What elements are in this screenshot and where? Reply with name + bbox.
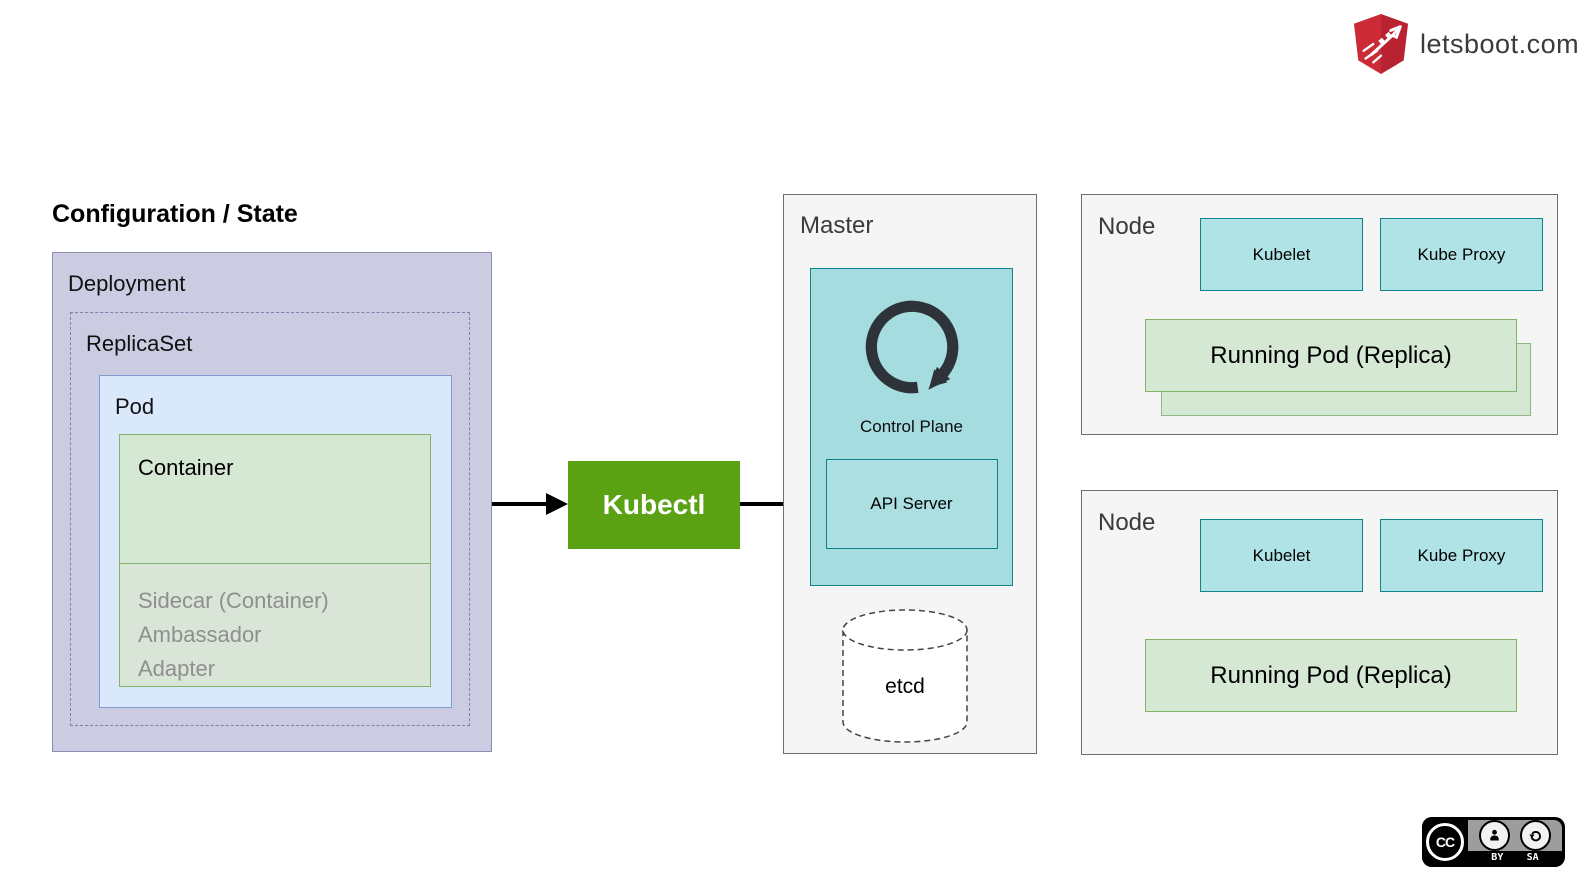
replicaset-box xyxy=(70,312,470,726)
config-state-title: Configuration / State xyxy=(52,200,298,228)
node2-kube-proxy-box: Kube Proxy xyxy=(1380,519,1543,592)
by-label: BY xyxy=(1491,852,1504,863)
control-plane-box: Control Plane API Server xyxy=(810,268,1013,586)
cc-terms-section: BY SA xyxy=(1468,820,1562,864)
node2-running-pod-box: Running Pod (Replica) xyxy=(1145,639,1517,712)
node1-running-pod-box: Running Pod (Replica) xyxy=(1145,319,1517,392)
sa-label: SA xyxy=(1526,852,1539,863)
cc-logo-icon: CC xyxy=(1426,823,1464,861)
replicaset-label: ReplicaSet xyxy=(86,331,193,356)
cc-icons-row xyxy=(1468,820,1562,851)
attribution-person-icon xyxy=(1478,820,1510,851)
letsboot-wordmark: letsboot.com xyxy=(1420,28,1580,59)
cc-by-sa-badge: CC BY SA xyxy=(1422,817,1565,867)
share-alike-arrow-icon xyxy=(1520,820,1552,851)
etcd-label: etcd xyxy=(885,675,925,698)
container-label: Container xyxy=(138,455,234,480)
node1-kube-proxy-box: Kube Proxy xyxy=(1380,218,1543,291)
sidecar-section: Sidecar (Container) Ambassador Adapter xyxy=(120,563,430,686)
sidecar-label: Sidecar (Container) xyxy=(138,588,329,613)
master-label: Master xyxy=(800,212,874,239)
etcd-database-icon xyxy=(842,609,968,743)
adapter-label: Adapter xyxy=(138,656,216,681)
container-box: Container Sidecar (Container) Ambassador… xyxy=(119,434,431,687)
kubectl-box: Kubectl xyxy=(568,461,740,549)
node1-kubelet-box: Kubelet xyxy=(1200,218,1363,291)
container-section: Container xyxy=(120,435,430,563)
node2-kubelet-box: Kubelet xyxy=(1200,519,1363,592)
pod-label: Pod xyxy=(115,394,155,419)
arrow-deployment-to-kubectl-head xyxy=(546,493,568,515)
control-plane-label: Control Plane xyxy=(859,417,963,436)
cc-labels-row: BY SA xyxy=(1468,851,1562,864)
node1-label: Node xyxy=(1098,213,1156,240)
cc-logo-section: CC xyxy=(1422,817,1468,867)
deployment-label: Deployment xyxy=(68,271,186,296)
ambassador-label: Ambassador xyxy=(138,622,262,647)
arrow-deployment-to-kubectl-line xyxy=(492,502,550,506)
api-server-box: API Server xyxy=(825,459,998,549)
node2-label: Node xyxy=(1098,509,1156,536)
letsboot-logo: letsboot.com xyxy=(1352,12,1579,76)
rocket-shield-icon xyxy=(1353,14,1409,74)
rotate-cycle-icon xyxy=(865,300,958,394)
arrow-kubectl-to-apiserver-line xyxy=(740,502,804,506)
